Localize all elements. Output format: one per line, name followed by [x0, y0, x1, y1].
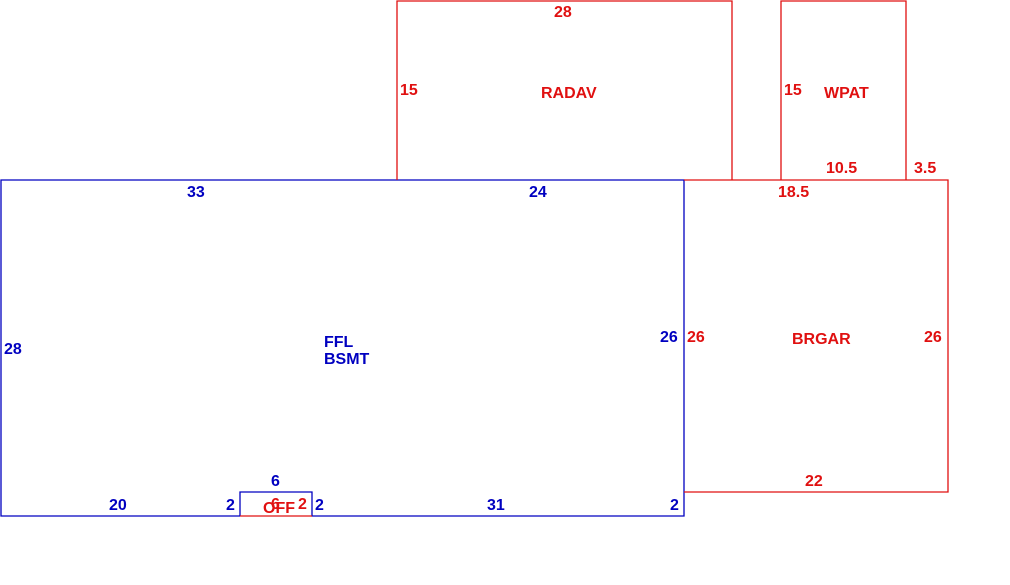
dim-main-left: 28 [4, 341, 22, 358]
dim-wpat-left: 15 [784, 82, 802, 99]
dim-main-bottom-corner: 2 [670, 497, 679, 514]
main-area-outline [0, 179, 685, 517]
radav-label: RADAV [541, 85, 597, 102]
dim-notch-left: 2 [226, 497, 235, 514]
main-area-label-line1: FFL [324, 334, 354, 351]
dim-brgar-right: 26 [924, 329, 942, 346]
dim-brgar-top: 18.5 [778, 184, 809, 201]
main-area-label-line2: BSMT [324, 351, 370, 368]
dim-notch-top: 6 [271, 473, 280, 490]
dim-main-right: 26 [660, 329, 678, 346]
dim-main-top-left: 33 [187, 184, 205, 201]
brgar-label: BRGAR [792, 331, 851, 348]
brgar-outline [684, 179, 949, 493]
dim-wpat-offset: 3.5 [914, 160, 936, 177]
dim-radav-left: 15 [400, 82, 418, 99]
dim-radav-top: 28 [554, 4, 572, 21]
dim-main-bottom-right: 31 [487, 497, 505, 514]
radav-outline [396, 0, 733, 180]
dim-brgar-bottom: 22 [805, 473, 823, 490]
dim-brgar-left: 26 [687, 329, 705, 346]
wpat-outline [780, 0, 907, 180]
dim-wpat-bottom: 10.5 [826, 160, 857, 177]
dim-off-bottom: 6 [271, 496, 280, 513]
dim-main-bottom-left: 20 [109, 497, 127, 514]
dim-off-right: 2 [298, 496, 307, 513]
off-label: OFF [263, 500, 295, 517]
dim-main-top-right: 24 [529, 184, 547, 201]
dim-notch-right: 2 [315, 497, 324, 514]
wpat-label: WPAT [824, 85, 869, 102]
